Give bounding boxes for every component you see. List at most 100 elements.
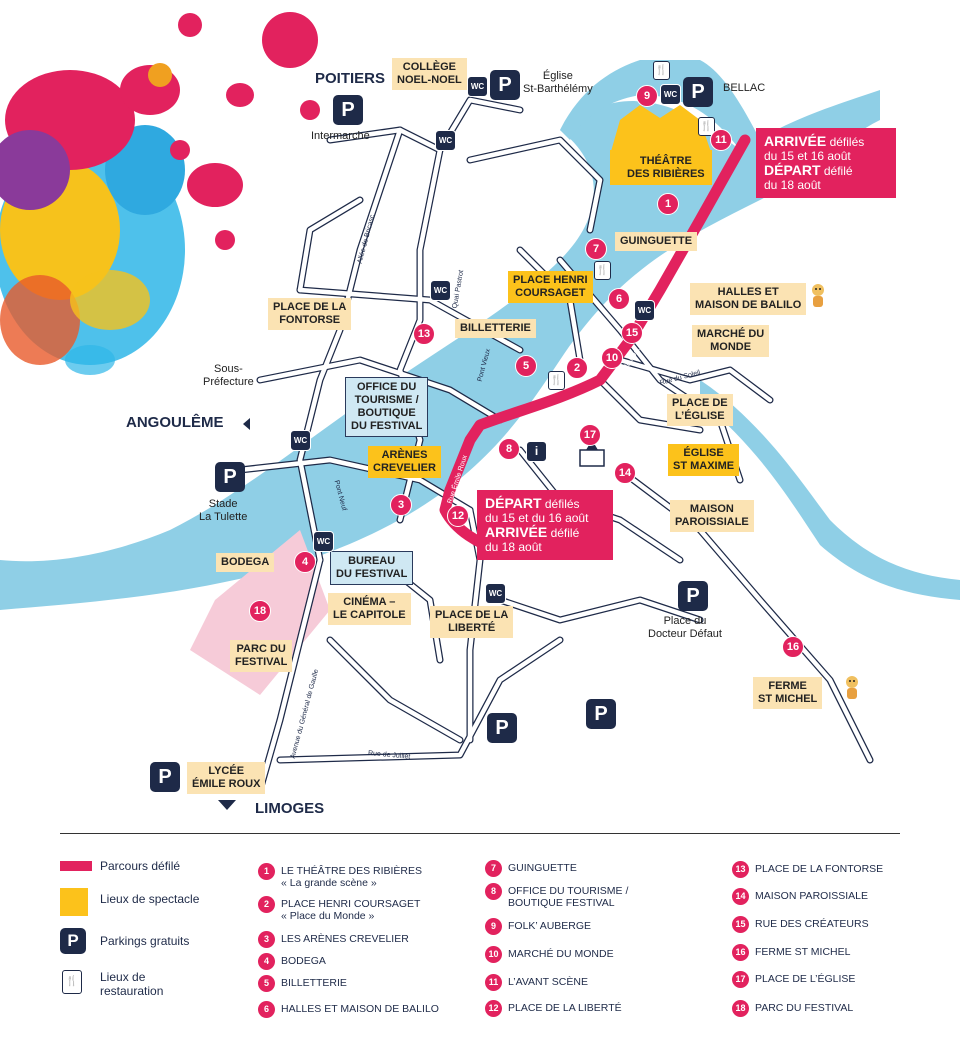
arrivee-title: ARRIVÉE xyxy=(764,133,827,149)
legend-number-17: 17 xyxy=(732,971,749,988)
legend-number-2: 2 xyxy=(258,896,275,913)
marker-15[interactable]: 15 xyxy=(621,322,643,344)
label-ferme: FERME ST MICHEL xyxy=(753,677,823,709)
restaurant-icon: 🍴 xyxy=(548,371,565,390)
legend-item-label: PLACE HENRI COURSAGET xyxy=(281,898,421,910)
legend-item-12: PLACE DE LA LIBERTÉ xyxy=(508,1002,622,1014)
legend-item-17: PLACE DE L’ÉGLISE xyxy=(755,973,855,985)
legend-item-5: BILLETTERIE xyxy=(281,977,347,989)
marker-16[interactable]: 16 xyxy=(782,636,804,658)
marker-12[interactable]: 12 xyxy=(447,505,469,527)
legend-item-label: L’AVANT SCÈNE xyxy=(508,976,588,988)
legend-number-7: 7 xyxy=(485,860,502,877)
legend-item-label: BODEGA xyxy=(281,955,326,967)
paint-splash xyxy=(0,12,320,375)
legend-item-3: LES ARÈNES CREVELIER xyxy=(281,933,409,945)
marker-13[interactable]: 13 xyxy=(413,323,435,345)
arrivee-rest1: défilés xyxy=(826,135,865,149)
legend-item-10: MARCHÉ DU MONDE xyxy=(508,948,614,960)
legend-item-6: HALLES ET MAISON DE BALILO xyxy=(281,1003,439,1015)
legend-number-4: 4 xyxy=(258,953,275,970)
legend-item-label: MAISON PAROISSIALE xyxy=(755,890,869,902)
theatre-tent-icon xyxy=(610,105,712,185)
depart-line2: du 15 et du 16 août xyxy=(485,511,589,525)
arrow-angouleme-icon xyxy=(243,418,250,430)
marker-5[interactable]: 5 xyxy=(515,355,537,377)
legend-divider xyxy=(60,833,900,834)
marker-18[interactable]: 18 xyxy=(249,600,271,622)
legend-item-label: GUINGUETTE xyxy=(508,862,577,874)
label-arenes: ARÈNES CREVELIER xyxy=(368,446,441,478)
legend-number-16: 16 xyxy=(732,944,749,961)
place-eglise-st-barthelemy: Église St-Barthélémy xyxy=(523,70,593,95)
legend-item-15: RUE DES CRÉATEURS xyxy=(755,918,869,930)
marker-2[interactable]: 2 xyxy=(566,357,588,379)
parking-icon: P xyxy=(678,581,708,611)
wc-icon: WC xyxy=(467,76,488,97)
label-cinema: CINÉMA – LE CAPITOLE xyxy=(328,593,411,625)
river-east xyxy=(700,380,960,600)
label-halles: HALLES ET MAISON DE BALILO xyxy=(690,283,807,315)
marker-11[interactable]: 11 xyxy=(710,129,732,151)
legend-item-18: PARC DU FESTIVAL xyxy=(755,1002,853,1014)
marker-1[interactable]: 1 xyxy=(657,193,679,215)
marker-9[interactable]: 9 xyxy=(636,85,658,107)
marker-4[interactable]: 4 xyxy=(294,551,316,573)
marker-14[interactable]: 14 xyxy=(614,462,636,484)
legend-item-label: PLACE DE LA LIBERTÉ xyxy=(508,1002,622,1014)
parking-icon: P xyxy=(150,762,180,792)
wc-icon: WC xyxy=(435,130,456,151)
legend-item-label: LES ARÈNES CREVELIER xyxy=(281,933,409,945)
parade-route xyxy=(439,134,751,556)
legend-parking-icon: P xyxy=(60,928,86,954)
restaurant-icon: 🍴 xyxy=(594,261,611,280)
legend-key-spectacle: Lieux de spectacle xyxy=(100,892,200,906)
parking-icon: P xyxy=(215,462,245,492)
wc-icon: WC xyxy=(290,430,311,451)
marker-7[interactable]: 7 xyxy=(585,238,607,260)
parking-icon: P xyxy=(683,77,713,107)
arrivee-rest2: défilé xyxy=(820,164,853,178)
marker-3[interactable]: 3 xyxy=(390,494,412,516)
marker-17[interactable]: 17 xyxy=(579,424,601,446)
legend-item-label: RUE DES CRÉATEURS xyxy=(755,918,869,930)
legend-route-swatch xyxy=(60,861,92,871)
label-lycee: LYCÉE ÉMILE ROUX xyxy=(187,762,266,794)
arrivee-title2: DÉPART xyxy=(764,162,821,178)
marker-6[interactable]: 6 xyxy=(608,288,630,310)
arrow-limoges-icon xyxy=(218,800,236,810)
wc-icon: WC xyxy=(634,300,655,321)
legend-item-label: PLACE DE LA FONTORSE xyxy=(755,863,884,875)
label-marche: MARCHÉ DU MONDE xyxy=(692,325,770,357)
place-intermarche: Intermarché xyxy=(311,130,370,142)
legend-item-8: OFFICE DU TOURISME / BOUTIQUE FESTIVAL xyxy=(508,885,628,909)
parking-icon: P xyxy=(586,699,616,729)
arrivee-line2: du 15 et 16 août xyxy=(764,149,851,163)
legend-number-10: 10 xyxy=(485,946,502,963)
label-bureau: BUREAU DU FESTIVAL xyxy=(330,551,414,585)
legend-item-16: FERME ST MICHEL xyxy=(755,946,850,958)
mascot-ferme-icon xyxy=(846,676,858,699)
label-place-fontorse: PLACE DE LA FONTORSE xyxy=(268,298,352,330)
restaurant-icon: 🍴 xyxy=(653,61,670,80)
legend-item-7: GUINGUETTE xyxy=(508,862,577,874)
parking-icon: P xyxy=(487,713,517,743)
legend-number-8: 8 xyxy=(485,883,502,900)
city-bellac: BELLAC xyxy=(723,82,766,94)
legend-key-route: Parcours défilé xyxy=(100,859,181,873)
legend-item-label: FERME ST MICHEL xyxy=(755,946,851,958)
marker-10[interactable]: 10 xyxy=(601,347,623,369)
legend-item-1: LE THÉÂTRE DES RIBIÈRES« La grande scène… xyxy=(281,865,422,889)
legend-item-sub: « Place du Monde » xyxy=(281,910,375,922)
legend-spectacle-swatch xyxy=(60,888,88,916)
label-place-eglise: PLACE DE L’ÉGLISE xyxy=(667,394,733,426)
legend-number-13: 13 xyxy=(732,861,749,878)
legend-item-label: OFFICE DU TOURISME / BOUTIQUE FESTIVAL xyxy=(508,885,629,909)
info-icon: i xyxy=(526,441,547,462)
marker-8[interactable]: 8 xyxy=(498,438,520,460)
parking-icon: P xyxy=(490,70,520,100)
restaurant-icon: 🍴 xyxy=(698,117,715,136)
legend-item-label: MARCHÉ DU MONDE xyxy=(508,948,614,960)
legend-item-11: L’AVANT SCÈNE xyxy=(508,976,588,988)
label-guinguette: GUINGUETTE xyxy=(615,232,698,251)
